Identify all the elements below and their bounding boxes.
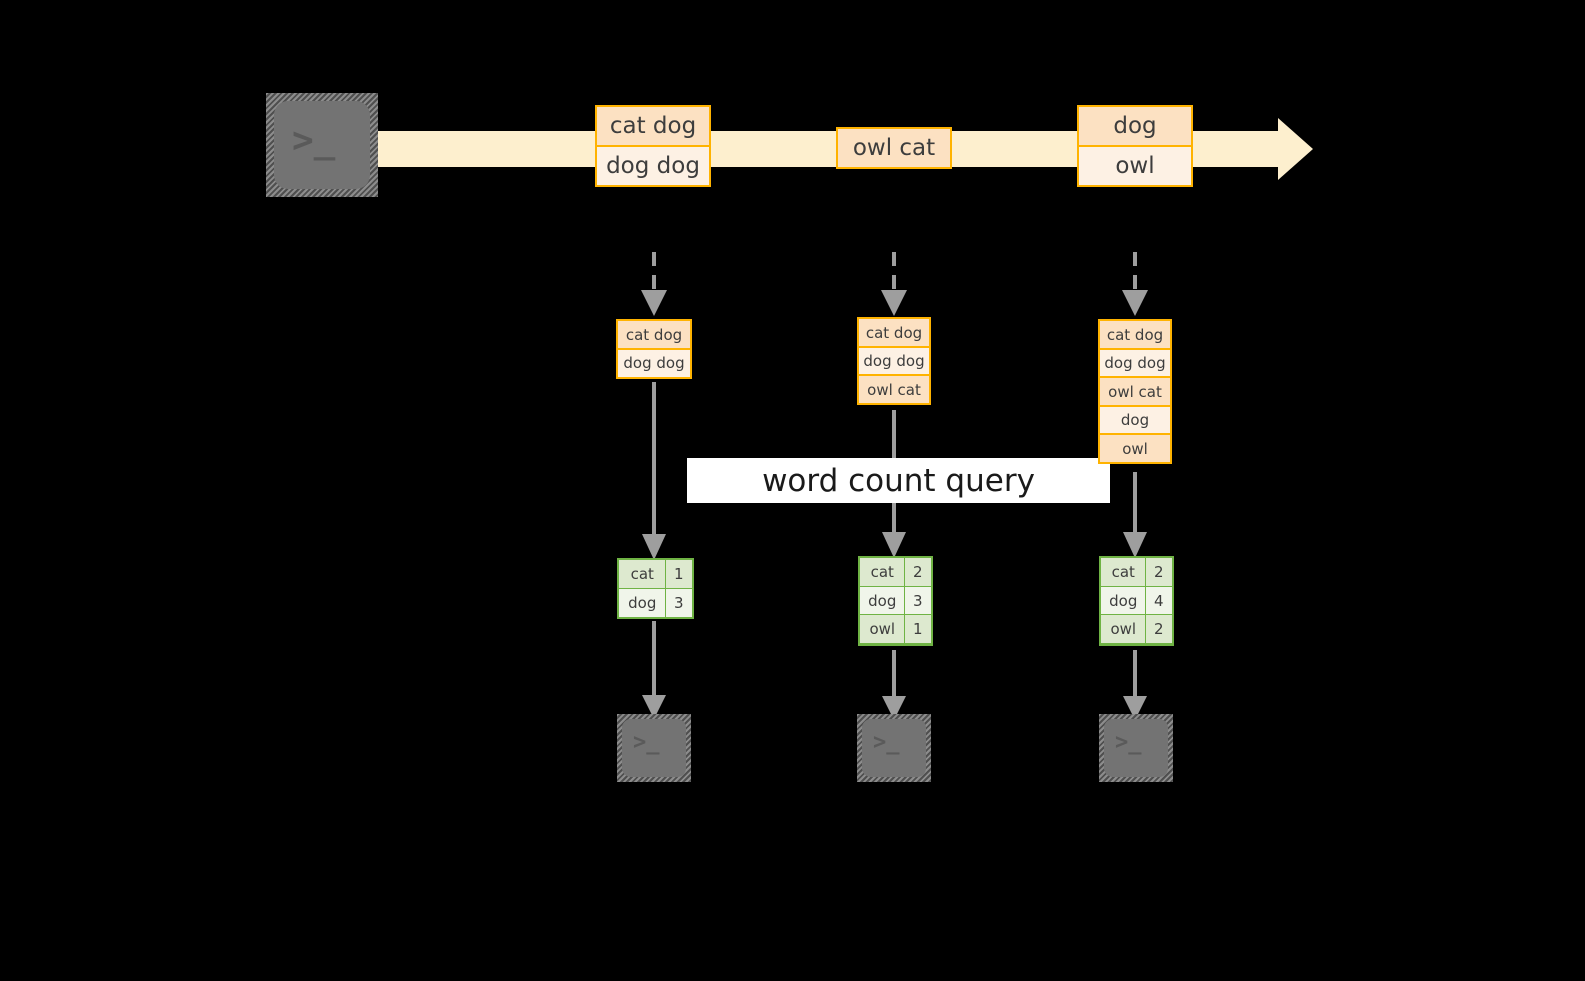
table-cell-count: 3 <box>664 587 693 618</box>
sink-connector-1 <box>642 621 666 719</box>
table-cell-word: owl <box>859 614 906 645</box>
sink-terminal-icon-3[interactable]: >_ <box>1099 714 1173 782</box>
snapshot-record: cat dog <box>616 319 692 350</box>
stream-group-3: dog owl <box>1077 105 1193 187</box>
snapshot-1-result-table: cat 1 dog 3 <box>617 558 694 619</box>
snapshot-record: cat dog <box>1098 319 1172 350</box>
sink-connector-3 <box>1123 650 1147 720</box>
dashed-connector-1 <box>641 252 667 316</box>
terminal-prompt-glyph: >_ <box>633 730 660 755</box>
table-cell-count: 4 <box>1144 585 1173 616</box>
dashed-connector-3 <box>1122 252 1148 316</box>
snapshot-2-result-table: cat 2 dog 3 owl 1 <box>858 556 933 646</box>
table-cell-count: 2 <box>903 557 932 588</box>
query-connector-1 <box>642 382 666 560</box>
table-cell-word: cat <box>618 559 667 590</box>
stream-record: owl cat <box>836 127 952 169</box>
table-cell-word: owl <box>1100 614 1147 645</box>
table-row: owl 1 <box>859 614 932 645</box>
query-label-text: word count query <box>762 462 1035 499</box>
table-cell-count: 2 <box>1144 557 1173 588</box>
table-row: owl 2 <box>1100 614 1173 645</box>
table-row: cat 1 <box>618 559 693 590</box>
stream-group-2: owl cat <box>836 127 952 169</box>
table-cell-count: 2 <box>1144 614 1173 645</box>
snapshot-record: dog dog <box>1098 347 1172 379</box>
terminal-prompt-glyph: >_ <box>1115 730 1142 755</box>
stream-record: dog dog <box>595 144 711 187</box>
sink-connector-2 <box>882 650 906 720</box>
table-cell-count: 1 <box>664 559 693 590</box>
table-cell-word: dog <box>859 585 906 616</box>
snapshot-record: owl cat <box>857 374 931 405</box>
table-cell-count: 1 <box>903 614 932 645</box>
table-row: dog 3 <box>859 585 932 616</box>
table-row: cat 2 <box>859 557 932 588</box>
snapshot-record: owl <box>1098 433 1172 464</box>
table-row: dog 4 <box>1100 585 1173 616</box>
stream-record: cat dog <box>595 105 711 147</box>
source-terminal-icon[interactable]: >_ <box>266 93 378 197</box>
stream-record: dog <box>1077 105 1193 147</box>
table-cell-count: 3 <box>903 585 932 616</box>
sink-terminal-icon-2[interactable]: >_ <box>857 714 931 782</box>
sink-terminal-icon-1[interactable]: >_ <box>617 714 691 782</box>
snapshot-record: dog dog <box>857 345 931 377</box>
table-cell-word: dog <box>618 587 667 618</box>
stream-group-1: cat dog dog dog <box>595 105 711 187</box>
snapshot-2-records: cat dog dog dog owl cat <box>857 317 931 405</box>
table-cell-word: dog <box>1100 585 1147 616</box>
table-row: dog 3 <box>618 587 693 618</box>
table-cell-word: cat <box>1100 557 1147 588</box>
snapshot-record: owl cat <box>1098 376 1172 407</box>
table-cell-word: cat <box>859 557 906 588</box>
terminal-prompt-glyph: >_ <box>292 120 336 161</box>
snapshot-record: dog dog <box>616 347 692 379</box>
query-connector-3 <box>1123 472 1147 558</box>
snapshot-3-records: cat dog dog dog owl cat dog owl <box>1098 319 1172 464</box>
stream-record: owl <box>1077 144 1193 187</box>
snapshot-record: dog <box>1098 404 1172 436</box>
query-label-banner: word count query <box>687 458 1110 503</box>
snapshot-record: cat dog <box>857 317 931 348</box>
snapshot-3-result-table: cat 2 dog 4 owl 2 <box>1099 556 1174 646</box>
dashed-connector-2 <box>881 252 907 316</box>
table-row: cat 2 <box>1100 557 1173 588</box>
snapshot-1-records: cat dog dog dog <box>616 319 692 379</box>
terminal-prompt-glyph: >_ <box>873 730 900 755</box>
